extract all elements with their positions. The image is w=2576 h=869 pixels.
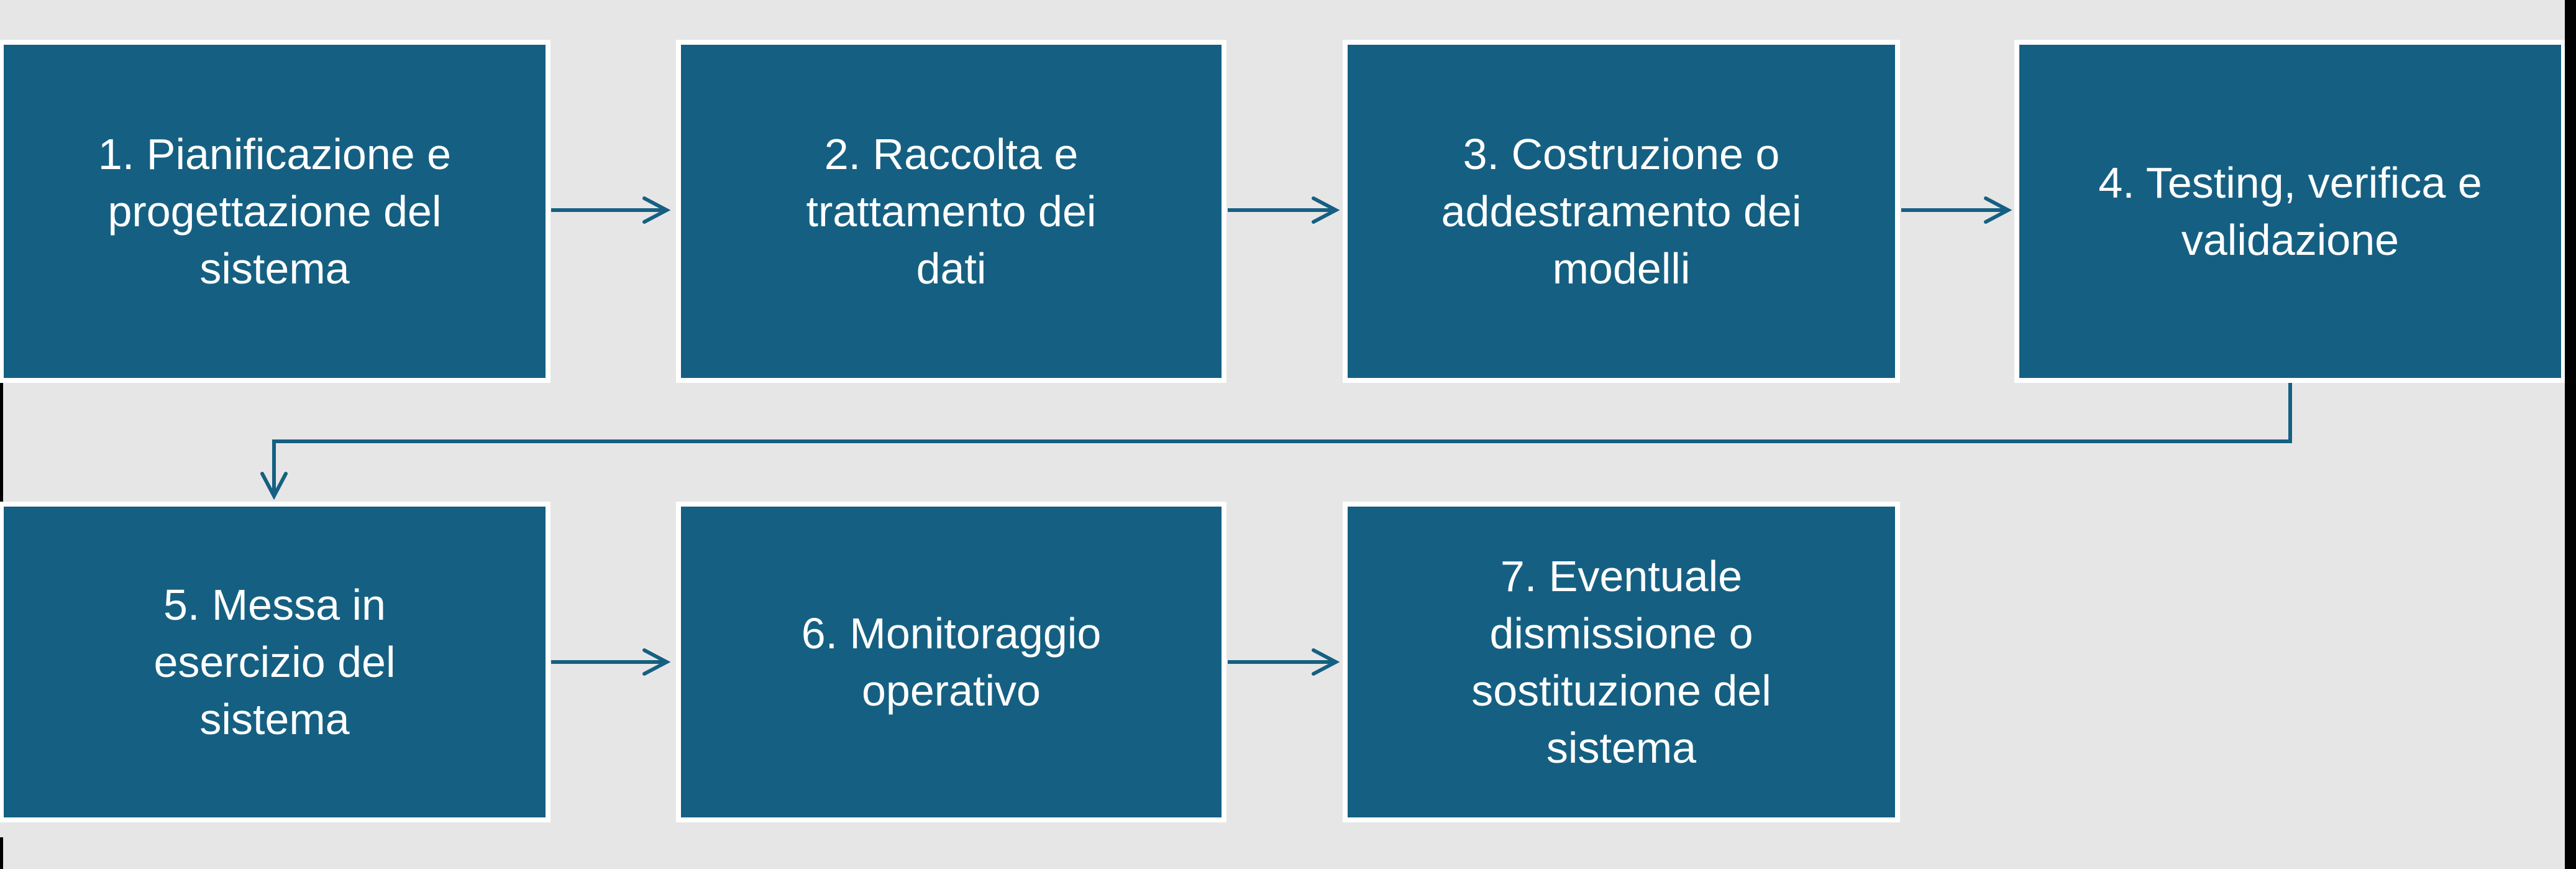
step-label-7: 7. Eventuale dismissione o sostituzione … — [1471, 552, 1771, 772]
left-edge-line-upper — [0, 383, 3, 502]
step-label-4: 4. Testing, verifica e validazione — [2098, 159, 2482, 264]
step-label-5: 5. Messa in esercizio del sistema — [153, 581, 396, 743]
step-label-2: 2. Raccolta e trattamento dei dati — [806, 130, 1097, 293]
step-box-2: 2. Raccolta e trattamento dei dati — [676, 40, 1226, 383]
step-box-7: 7. Eventuale dismissione o sostituzione … — [1343, 502, 1900, 822]
step-box-4: 4. Testing, verifica e validazione — [2014, 40, 2566, 383]
left-edge-line-lower — [0, 837, 3, 869]
step-box-3: 3. Costruzione o addestramento dei model… — [1343, 40, 1900, 383]
step-box-1: 1. Pianificazione e progettazione del si… — [0, 40, 550, 383]
step-box-5: 5. Messa in esercizio del sistema — [0, 502, 550, 822]
step-label-6: 6. Monitoraggio operativo — [801, 609, 1102, 715]
right-edge-bar — [2565, 0, 2576, 869]
step-label-3: 3. Costruzione o addestramento dei model… — [1441, 130, 1802, 293]
step-label-1: 1. Pianificazione e progettazione del si… — [98, 130, 452, 293]
step-box-6: 6. Monitoraggio operativo — [676, 502, 1226, 822]
elbow-arrow-step4-to-step5 — [260, 383, 2292, 500]
